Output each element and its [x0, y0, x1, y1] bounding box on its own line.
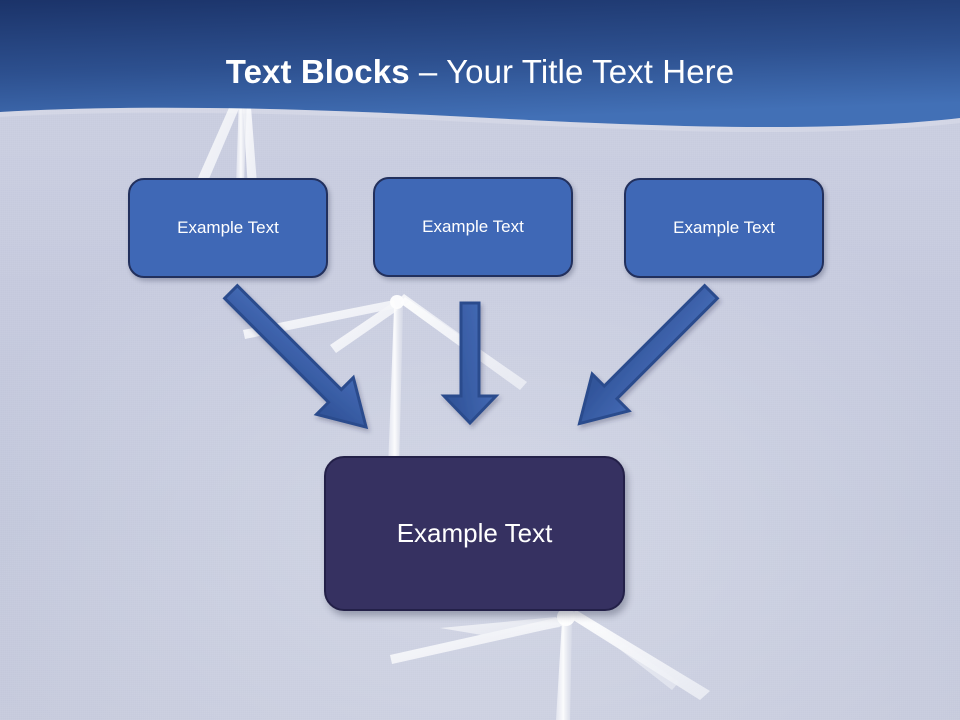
- header-band: [0, 0, 960, 133]
- turbine-bottom: [390, 608, 710, 720]
- page-title: Text Blocks – Your Title Text Here: [0, 52, 960, 92]
- arrow-diagonal-left: [222, 283, 369, 430]
- arrow-diagonal-right: [577, 283, 720, 426]
- text-block-3-label: Example Text: [673, 218, 775, 237]
- page-title-separator: –: [409, 53, 447, 90]
- text-block-2-label: Example Text: [422, 217, 524, 236]
- text-block-3[interactable]: Example Text: [624, 178, 824, 278]
- text-block-2[interactable]: Example Text: [373, 177, 573, 277]
- arrow-down-middle: [440, 301, 500, 426]
- page-title-bold: Text Blocks: [225, 53, 410, 90]
- page-title-rest: Your Title Text Here: [446, 53, 735, 90]
- text-block-1[interactable]: Example Text: [128, 178, 328, 278]
- text-block-result-label: Example Text: [396, 518, 553, 548]
- text-block-1-label: Example Text: [177, 218, 279, 237]
- text-block-result[interactable]: Example Text: [324, 456, 625, 611]
